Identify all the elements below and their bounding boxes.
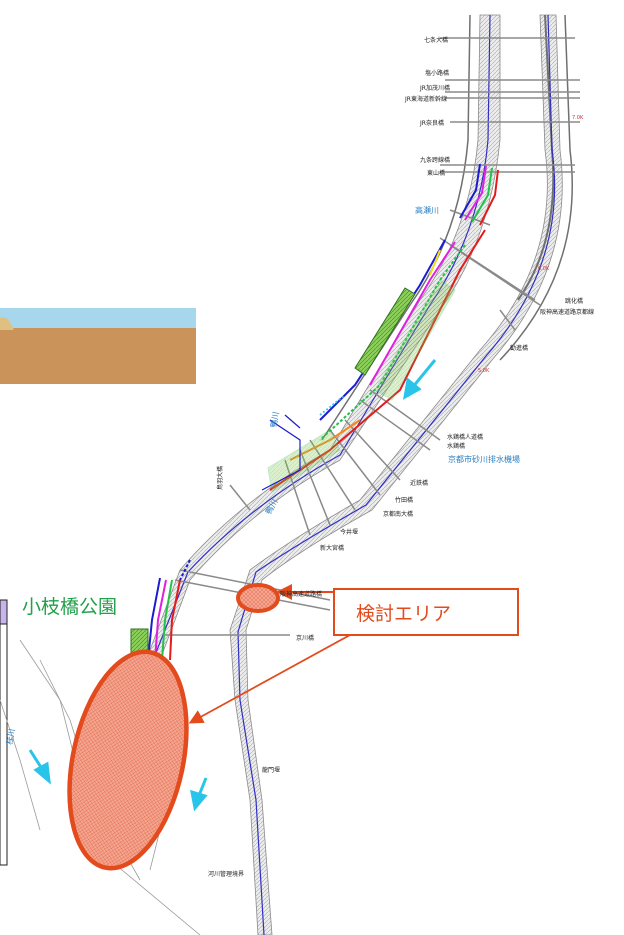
- bridge-suimei-label: 水鶏橋: [447, 442, 465, 450]
- bridge-higashiyama-label: 東山橋: [427, 169, 445, 177]
- hanshin-kyoto-label: 阪神高速道路京都線: [540, 308, 594, 316]
- bridge-jr-kamogawa-label: JR加茂川橋: [419, 84, 450, 92]
- bridge-imai-label: 今井堰: [340, 528, 358, 536]
- ryumon-label: 龍門堰: [262, 766, 280, 774]
- section-inset: [0, 308, 196, 384]
- river-katsura-label: 桂川: [4, 728, 17, 745]
- bridge-shichijo-label: 七条大橋: [424, 36, 448, 44]
- bridge-kyoto-minami-label: 京都南大橋: [383, 510, 413, 518]
- bridge-kintetsu-label: 近鉄橋: [410, 479, 428, 487]
- lattice-zone: [267, 279, 456, 493]
- routes-lower: [147, 559, 191, 661]
- study-area-small: [236, 583, 280, 613]
- hanshin-bridge-label: 阪神高速道路橋: [280, 590, 322, 598]
- river-corridor: [149, 14, 573, 935]
- park-upper: [354, 287, 416, 376]
- km-7-label: 7.0K: [572, 115, 584, 121]
- bridge-jr-nara-label: JR奈良橋: [419, 119, 444, 127]
- pump-station-label: 京都市砂川排水機場: [448, 454, 520, 464]
- study-area-box: [333, 588, 519, 636]
- bridge-suimei-jindo-label: 水鶏橋人道橋: [447, 433, 483, 441]
- study-area-label: 検討エリア: [356, 603, 451, 625]
- km-6-label: 6.0K: [538, 266, 550, 272]
- bridge-toba-label: 鳥羽大橋: [216, 466, 224, 490]
- bridge-jr-tokaido-label: JR東海道新幹線: [404, 95, 447, 103]
- bridge-kyo-label: 京川橋: [296, 634, 314, 642]
- km-5-label: 5.0K: [478, 368, 490, 374]
- park-label: 小枝橋公園: [22, 596, 117, 618]
- river-nishi-label: 鴨川: [268, 411, 281, 428]
- bridge-takeda-label: 竹田橋: [395, 496, 413, 504]
- bridge-dou-label: 勧進橋: [510, 344, 528, 352]
- flow-arrows: [28, 359, 437, 812]
- river-takase-label: 高瀬川: [415, 205, 439, 215]
- legend-table-fragment: [0, 599, 8, 866]
- bridge-kujo-label: 九条跨線橋: [420, 156, 450, 164]
- bridges: [165, 37, 580, 636]
- bridge-tokka-label: 跳化橋: [565, 297, 583, 305]
- boundary-label: 河川管理境界: [208, 870, 244, 878]
- bridge-shin-omiya-label: 新大宮橋: [320, 544, 344, 552]
- study-area-large: [67, 649, 189, 871]
- bridge-shiokoji-label: 塩小路橋: [425, 69, 449, 77]
